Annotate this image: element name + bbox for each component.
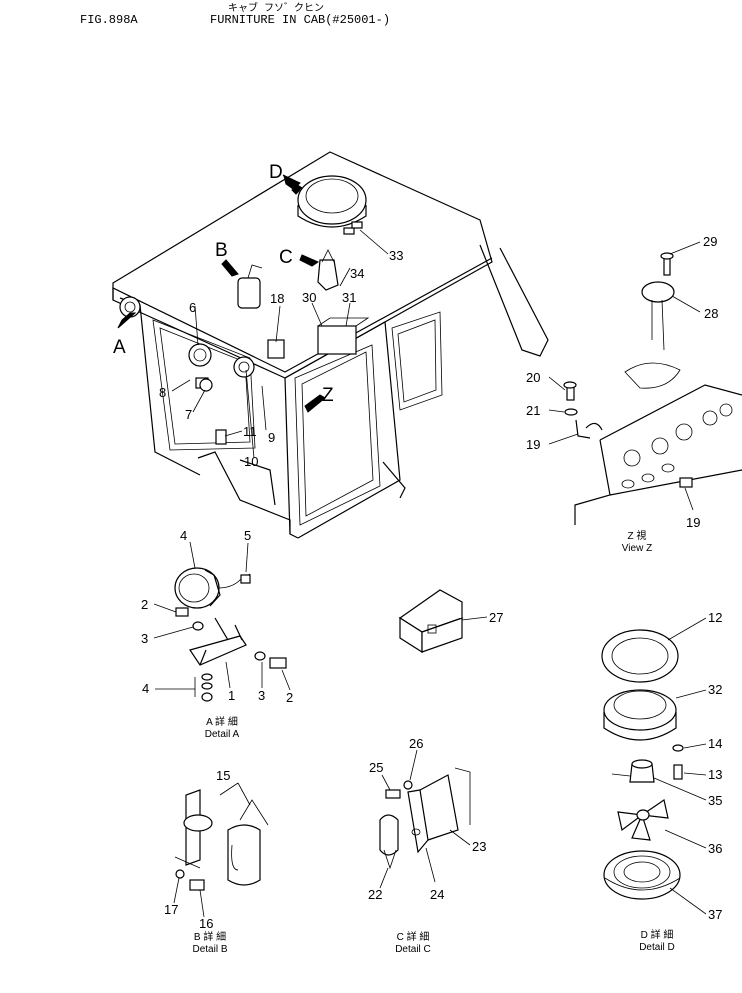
- callout-7: 7: [185, 407, 192, 422]
- view-arrows: [117, 174, 326, 413]
- view-letter-c: C: [279, 247, 293, 268]
- view-letter-b: B: [215, 240, 228, 261]
- callout-16: 16: [199, 916, 213, 931]
- caption-view-z: View Z: [622, 543, 652, 554]
- callout-3: 3: [141, 631, 148, 646]
- callout-22: 22: [368, 887, 382, 902]
- callout-35: 35: [708, 793, 722, 808]
- callout-30: 30: [302, 290, 316, 305]
- callout-27: 27: [489, 610, 503, 625]
- callout-19-lower: 19: [686, 515, 700, 530]
- callout-21: 21: [526, 403, 540, 418]
- callout-19: 19: [526, 437, 540, 452]
- view-z: [563, 252, 742, 525]
- callout-24: 24: [430, 887, 444, 902]
- callout-10: 10: [244, 454, 258, 469]
- callout-37: 37: [708, 907, 722, 922]
- callout-32: 32: [708, 682, 722, 697]
- leader-lines: [153, 229, 707, 918]
- callout-11: 11: [243, 424, 257, 439]
- caption-detail-b: Detail B: [192, 944, 227, 955]
- view-letter-d: D: [269, 162, 283, 183]
- callout-28: 28: [704, 306, 718, 321]
- callout-17: 17: [164, 902, 178, 917]
- view-letter-z: Z: [322, 385, 334, 406]
- callout-36: 36: [708, 841, 722, 856]
- callout-20: 20: [526, 370, 540, 385]
- callout-4-lower: 4: [142, 681, 149, 696]
- caption-detail-b-jp: B 詳 細: [194, 930, 226, 943]
- detail-d: [601, 629, 684, 900]
- storage-box: [398, 589, 464, 654]
- caption-detail-a-jp: A 詳 細: [206, 715, 238, 728]
- callout-33: 33: [389, 248, 403, 263]
- callout-29: 29: [703, 234, 717, 249]
- view-letter-a: A: [113, 337, 126, 358]
- callout-8: 8: [159, 385, 166, 400]
- caption-detail-c-jp: C 詳 細: [397, 930, 430, 943]
- title-japanese: キャブ フソ゛クヒン: [228, 4, 325, 15]
- callout-2-lower: 2: [286, 690, 293, 705]
- cab-assembly: [112, 151, 549, 539]
- cab-components: [119, 175, 370, 445]
- callout-9: 9: [268, 430, 275, 445]
- callout-5: 5: [244, 528, 251, 543]
- detail-a: [174, 567, 287, 702]
- callout-34: 34: [350, 266, 364, 281]
- callout-12: 12: [708, 610, 722, 625]
- caption-detail-d: Detail D: [639, 942, 675, 953]
- callout-4: 4: [180, 528, 187, 543]
- figure-title: FURNITURE IN CAB(#25001-): [210, 13, 391, 27]
- callout-3-lower: 3: [258, 688, 265, 703]
- callout-6: 6: [189, 300, 196, 315]
- callout-1: 1: [228, 688, 235, 703]
- caption-view-z-jp: Z 視: [628, 529, 647, 542]
- figure-number: FIG.898A: [80, 13, 138, 27]
- callout-15: 15: [216, 768, 230, 783]
- callout-14: 14: [708, 736, 722, 751]
- callout-31: 31: [342, 290, 356, 305]
- caption-detail-d-jp: D 詳 細: [641, 928, 674, 941]
- callout-13: 13: [708, 767, 722, 782]
- callout-23: 23: [472, 839, 486, 854]
- callout-26: 26: [409, 736, 423, 751]
- callout-18: 18: [270, 291, 284, 306]
- caption-detail-c: Detail C: [395, 944, 431, 955]
- callout-2: 2: [141, 597, 148, 612]
- caption-detail-a: Detail A: [205, 729, 240, 740]
- detail-b: [174, 789, 269, 891]
- detail-c: [379, 767, 471, 870]
- callout-25: 25: [369, 760, 383, 775]
